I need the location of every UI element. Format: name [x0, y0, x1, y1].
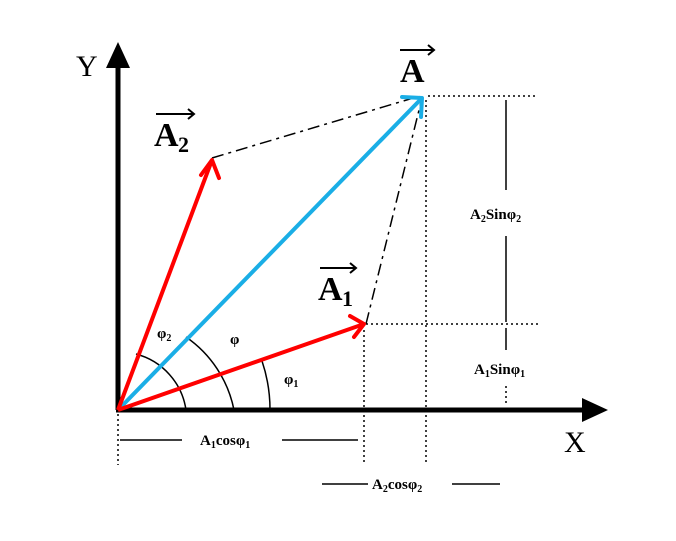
vector-a2 — [116, 159, 214, 411]
vector-a-arrowhead — [400, 95, 424, 119]
dashdot-a1-to-a — [365, 97, 423, 325]
svg-text:2: 2 — [178, 132, 189, 157]
svg-text:A: A — [154, 117, 179, 154]
label-a2sin: A2Sinφ2 — [470, 207, 521, 225]
x-axis-label: X — [564, 426, 586, 459]
dashdot-a2-to-a — [211, 95, 421, 159]
angle-label-phi1: φ1 — [284, 372, 298, 390]
svg-text:A: A — [318, 271, 343, 308]
label-vector-a: A — [400, 44, 436, 90]
angle-arc-phi2 — [135, 353, 187, 411]
vector-a-resultant — [116, 96, 424, 412]
label-vector-a2: A 2 — [154, 108, 196, 157]
x-axis-arrowhead — [582, 398, 608, 422]
vector-a1 — [117, 322, 365, 412]
overbar-a2-arrow — [187, 108, 196, 120]
vector-a1-arrowhead — [348, 314, 366, 339]
angle-label-phi2: φ2 — [157, 326, 171, 344]
angle-label-phi: φ — [230, 332, 239, 348]
vector-a2-arrowhead — [199, 158, 221, 180]
label-a2cos: A2cosφ2 — [372, 477, 422, 495]
svg-text:1: 1 — [342, 286, 353, 311]
svg-text:A: A — [400, 53, 425, 90]
label-a1sin: A1Sinφ1 — [474, 362, 525, 380]
y-axis-label: Y — [76, 50, 98, 83]
label-vector-a1: A 1 — [318, 262, 358, 311]
label-a1cos: A1cosφ1 — [200, 433, 250, 451]
angle-arc-phi — [185, 336, 235, 411]
y-axis-arrowhead — [106, 42, 130, 68]
angle-arc-phi1 — [261, 360, 271, 411]
overbar-a1-arrow — [349, 262, 358, 274]
overbar-a-arrow — [427, 44, 436, 56]
